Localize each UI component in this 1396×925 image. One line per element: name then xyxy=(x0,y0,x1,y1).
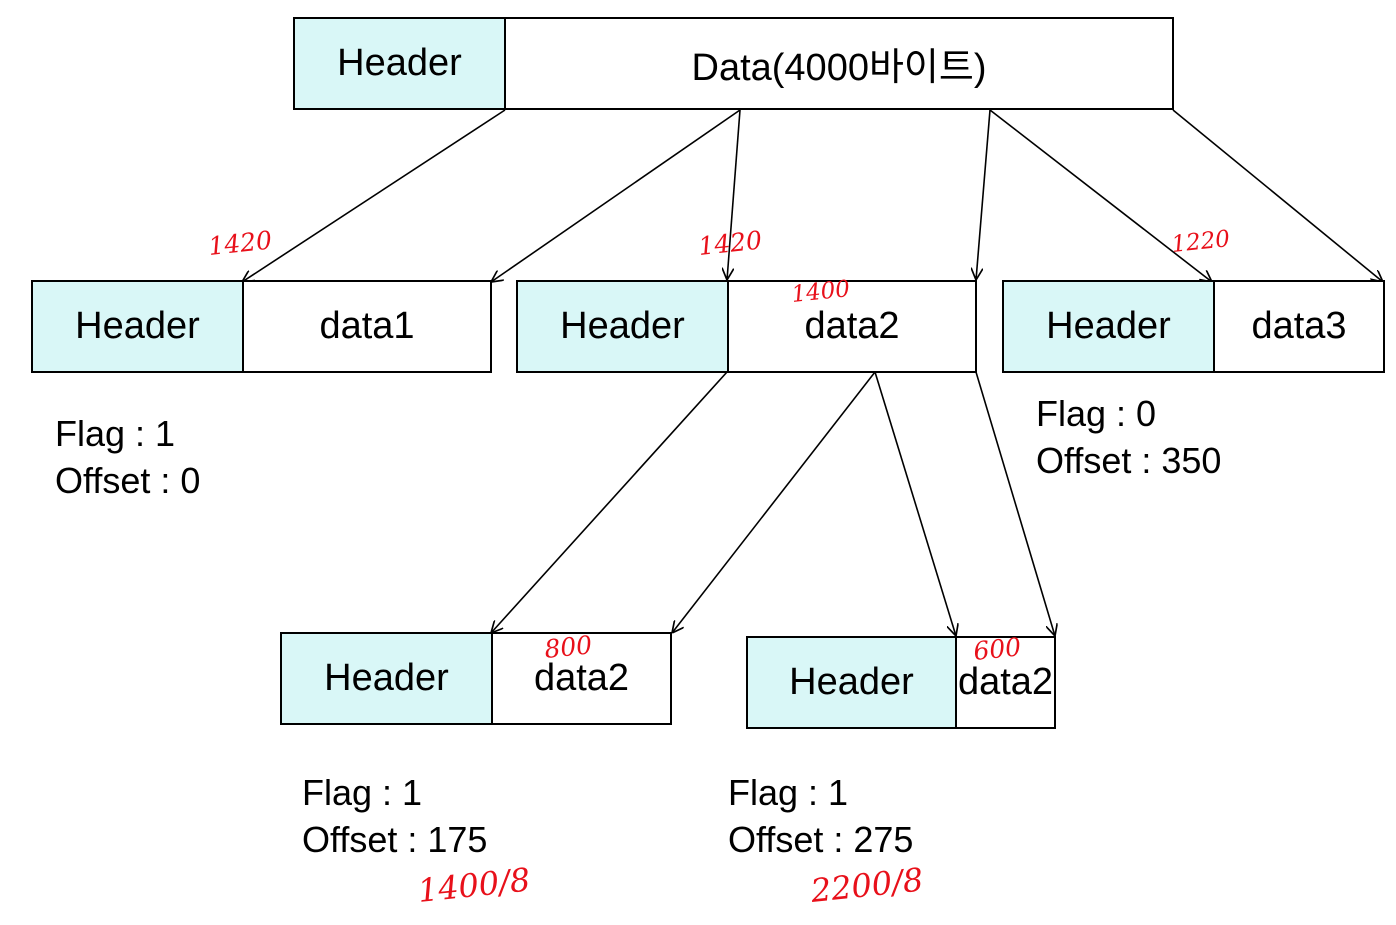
frag3-flag: Flag : 0 xyxy=(1036,393,1157,434)
frag1-flag: Flag : 1 xyxy=(55,413,176,454)
original-data: Data(4000바이트) xyxy=(504,17,1174,110)
sub2-data: data2 xyxy=(955,636,1056,729)
frag1-header: Header xyxy=(31,280,244,373)
arrow-orig-to-frag3-right xyxy=(1172,109,1383,282)
arrow-orig-to-frag2-left xyxy=(727,109,741,280)
sub2-flag: Flag : 1 xyxy=(728,772,849,813)
sub1-offset: Offset : 175 xyxy=(302,819,488,860)
annotation-800-sub1: 800 xyxy=(542,630,594,664)
original-header: Header xyxy=(293,17,506,110)
frag3-header: Header xyxy=(1002,280,1215,373)
sub2-info: Flag : 1 Offset : 275 xyxy=(728,769,913,863)
arrow-orig-to-frag2-right xyxy=(976,109,991,280)
frag2-data: data2 xyxy=(727,280,977,373)
arrow-orig-to-frag1-left xyxy=(242,109,506,282)
arrow-orig-to-frag3-left xyxy=(989,109,1212,282)
sub2-offset: Offset : 275 xyxy=(728,819,914,860)
arrow-data2-to-sub1-left xyxy=(491,371,728,633)
sub2-header: Header xyxy=(746,636,957,729)
sub1-info: Flag : 1 Offset : 175 xyxy=(302,769,487,863)
frag1-info: Flag : 1 Offset : 0 xyxy=(55,410,200,504)
frag3-info: Flag : 0 Offset : 350 xyxy=(1036,390,1221,484)
annotation-600-sub2: 600 xyxy=(971,632,1023,666)
sub1-header: Header xyxy=(280,632,493,725)
arrow-data2-to-sub1-right xyxy=(672,371,876,633)
arrow-data2-to-sub2-right xyxy=(975,371,1055,636)
frag1-data: data1 xyxy=(242,280,492,373)
frag2-header: Header xyxy=(516,280,729,373)
frag3-data: data3 xyxy=(1213,280,1385,373)
arrow-data2-to-sub2-left xyxy=(874,371,956,636)
sub1-flag: Flag : 1 xyxy=(302,772,423,813)
frag1-offset: Offset : 0 xyxy=(55,460,201,501)
arrow-orig-to-frag1-right xyxy=(491,109,741,282)
sub1-data: data2 xyxy=(491,632,672,725)
frag3-offset: Offset : 350 xyxy=(1036,440,1222,481)
